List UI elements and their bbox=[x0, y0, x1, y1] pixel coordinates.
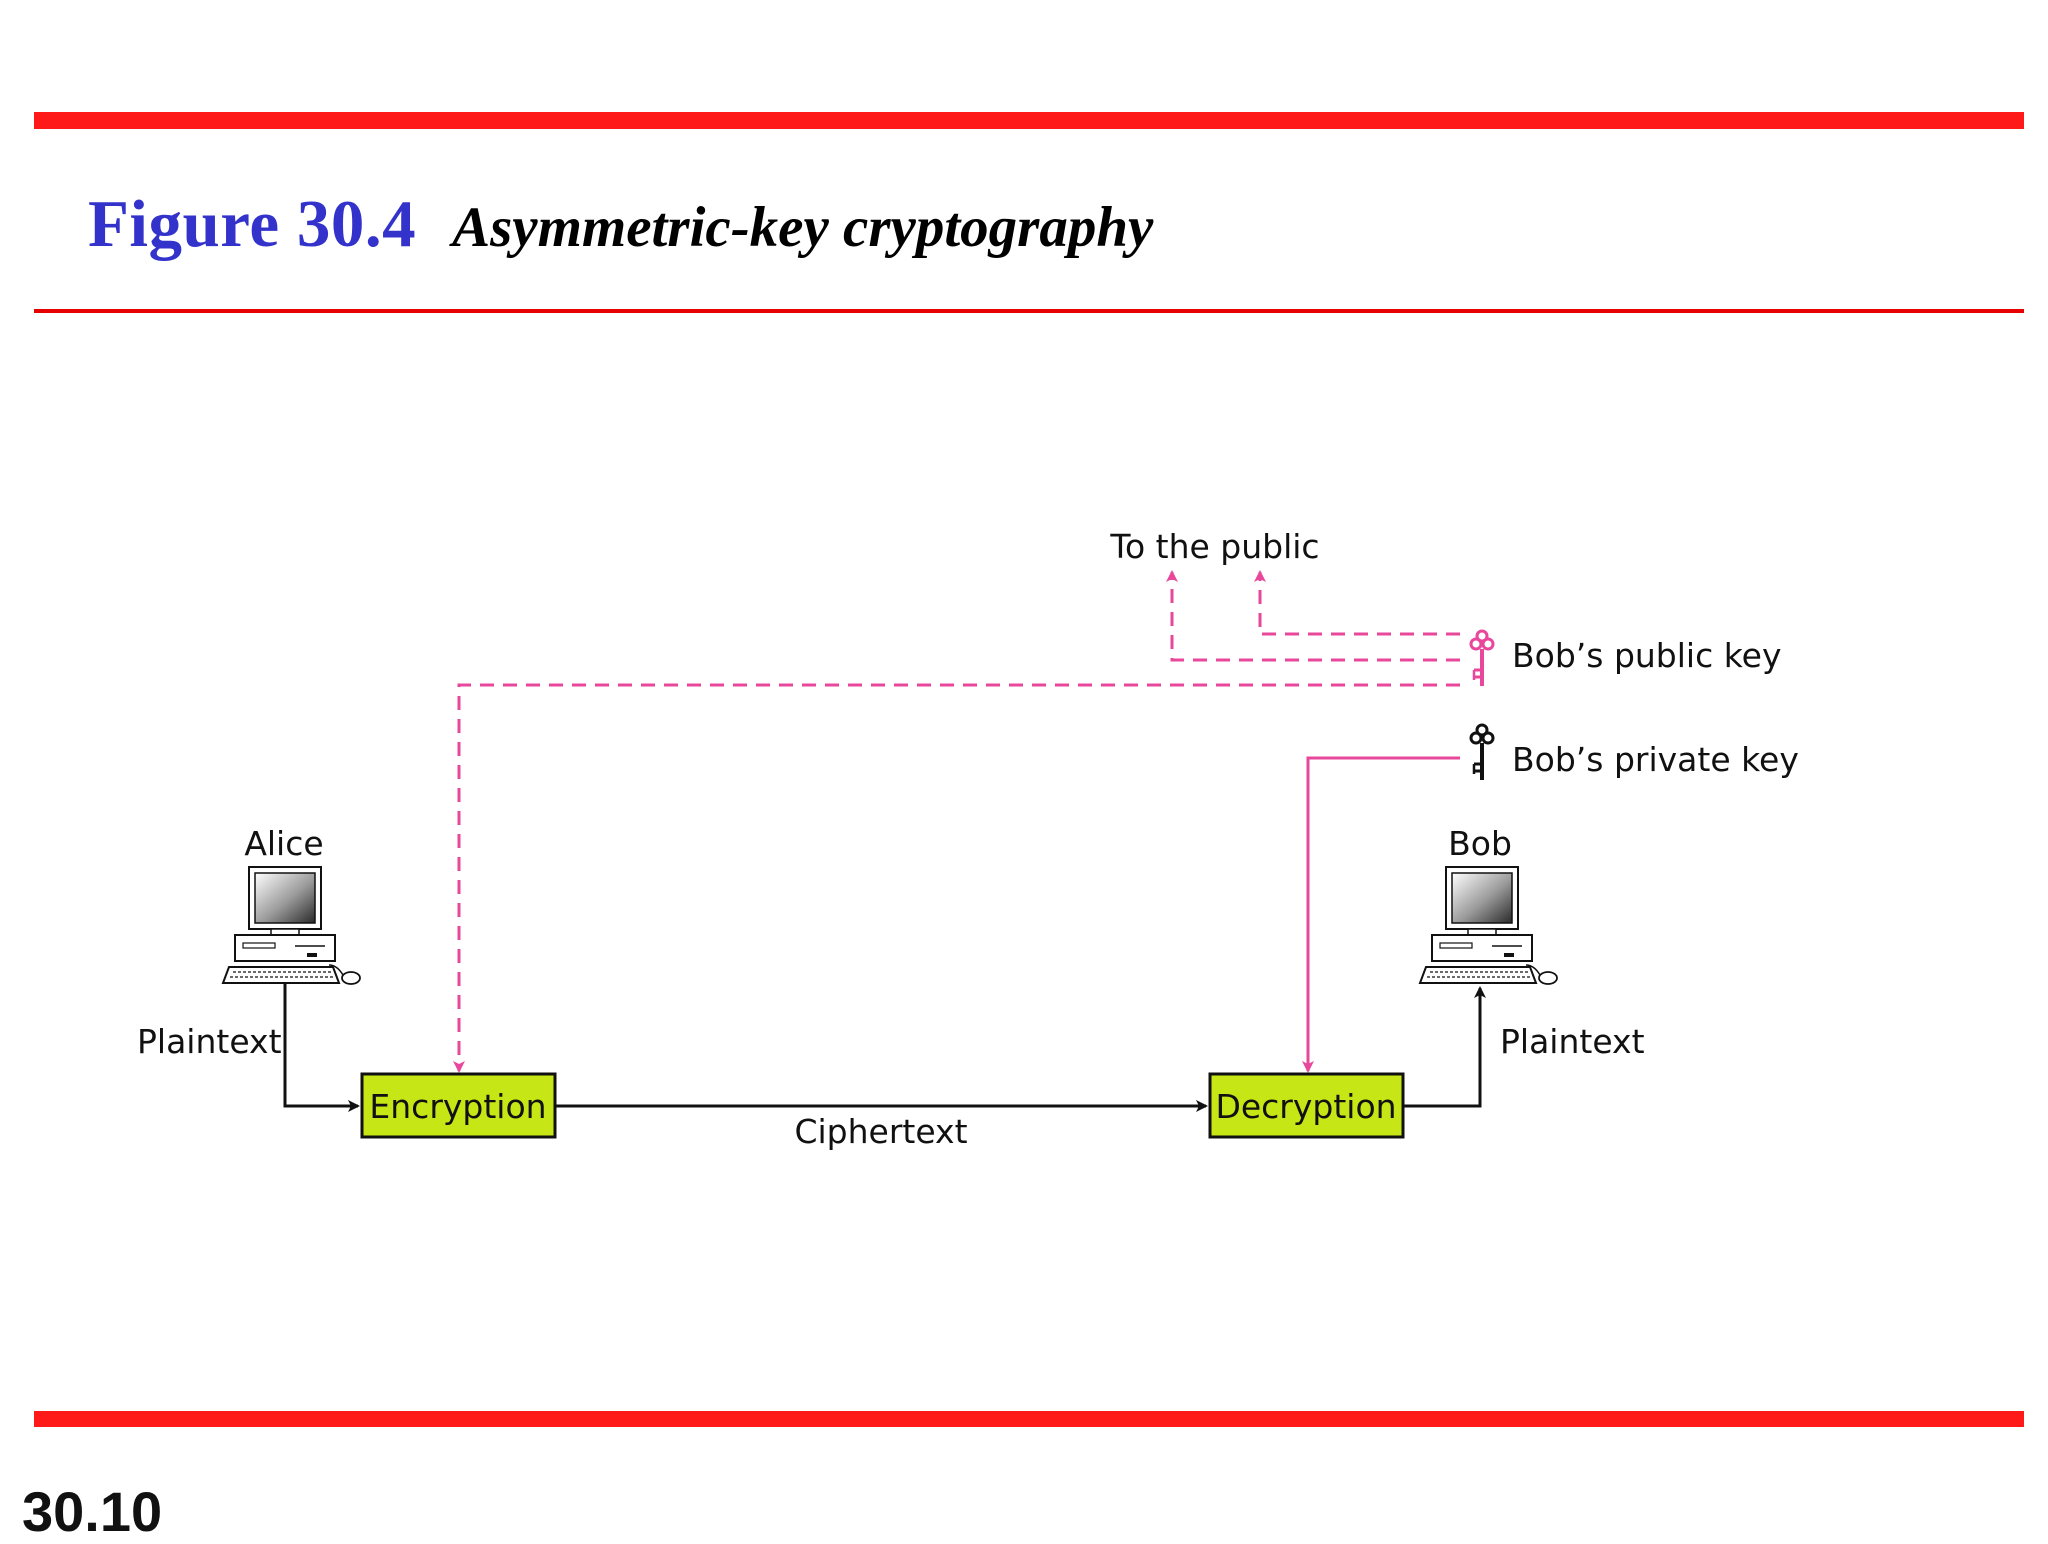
to-the-public-label: To the public bbox=[1109, 527, 1319, 566]
figure-number: Figure 30.4 bbox=[88, 187, 417, 261]
decryption-box: Decryption bbox=[1208, 1072, 1405, 1139]
private-key-icon bbox=[1469, 723, 1495, 782]
decryption-to-plaintext-arrow bbox=[1403, 986, 1486, 1108]
decryption-label: Decryption bbox=[1215, 1087, 1396, 1126]
public-key-label: Bob’s public key bbox=[1512, 636, 1782, 675]
plaintext-right-label: Plaintext bbox=[1500, 1022, 1645, 1061]
top-rule bbox=[34, 112, 2024, 129]
encryption-box: Encryption bbox=[360, 1072, 557, 1139]
encryption-label: Encryption bbox=[369, 1087, 546, 1126]
public-key-distribution-path bbox=[453, 570, 1460, 1073]
ciphertext-label: Ciphertext bbox=[794, 1112, 967, 1151]
plaintext-left-label: Plaintext bbox=[137, 1022, 282, 1061]
private-key-path bbox=[1302, 756, 1460, 1073]
page-number: 30.10 bbox=[22, 1480, 163, 1543]
alice-computer-icon bbox=[222, 866, 361, 985]
private-key-label: Bob’s private key bbox=[1512, 740, 1799, 779]
bob-label: Bob bbox=[1448, 824, 1512, 863]
figure-heading: Figure 30.4 Asymmetric-key cryptography bbox=[88, 186, 1153, 263]
bob-computer-icon bbox=[1419, 866, 1558, 985]
public-key-icon bbox=[1469, 629, 1495, 688]
bottom-rule bbox=[34, 1411, 2024, 1427]
title-underline-rule bbox=[34, 309, 2024, 313]
alice-label: Alice bbox=[244, 824, 323, 863]
figure-title: Asymmetric-key cryptography bbox=[452, 196, 1154, 259]
plaintext-to-encryption-arrow bbox=[283, 983, 360, 1112]
